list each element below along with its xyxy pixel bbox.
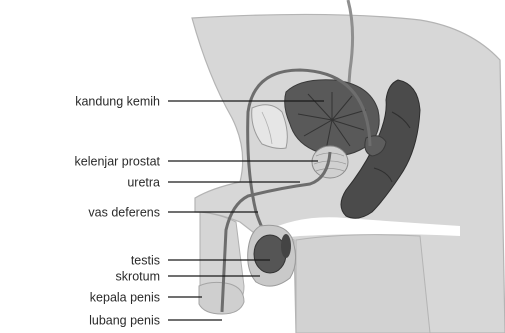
label-testis: testis <box>131 254 160 268</box>
label-urethral-opening: lubang penis <box>89 314 160 328</box>
label-vas-deferens: vas deferens <box>88 206 160 220</box>
leg-shape <box>296 235 430 333</box>
label-scrotum: skrotum <box>116 270 160 284</box>
label-urethra: uretra <box>127 176 160 190</box>
body-silhouette <box>192 14 505 333</box>
label-prostate: kelenjar prostat <box>75 155 161 169</box>
label-glans: kepala penis <box>90 291 160 305</box>
testis-shape <box>254 235 286 273</box>
scrotum <box>248 225 296 286</box>
epididymis-shape <box>281 234 291 258</box>
label-group: kandung kemih kelenjar prostat uretra va… <box>75 95 161 328</box>
label-bladder: kandung kemih <box>75 95 160 109</box>
